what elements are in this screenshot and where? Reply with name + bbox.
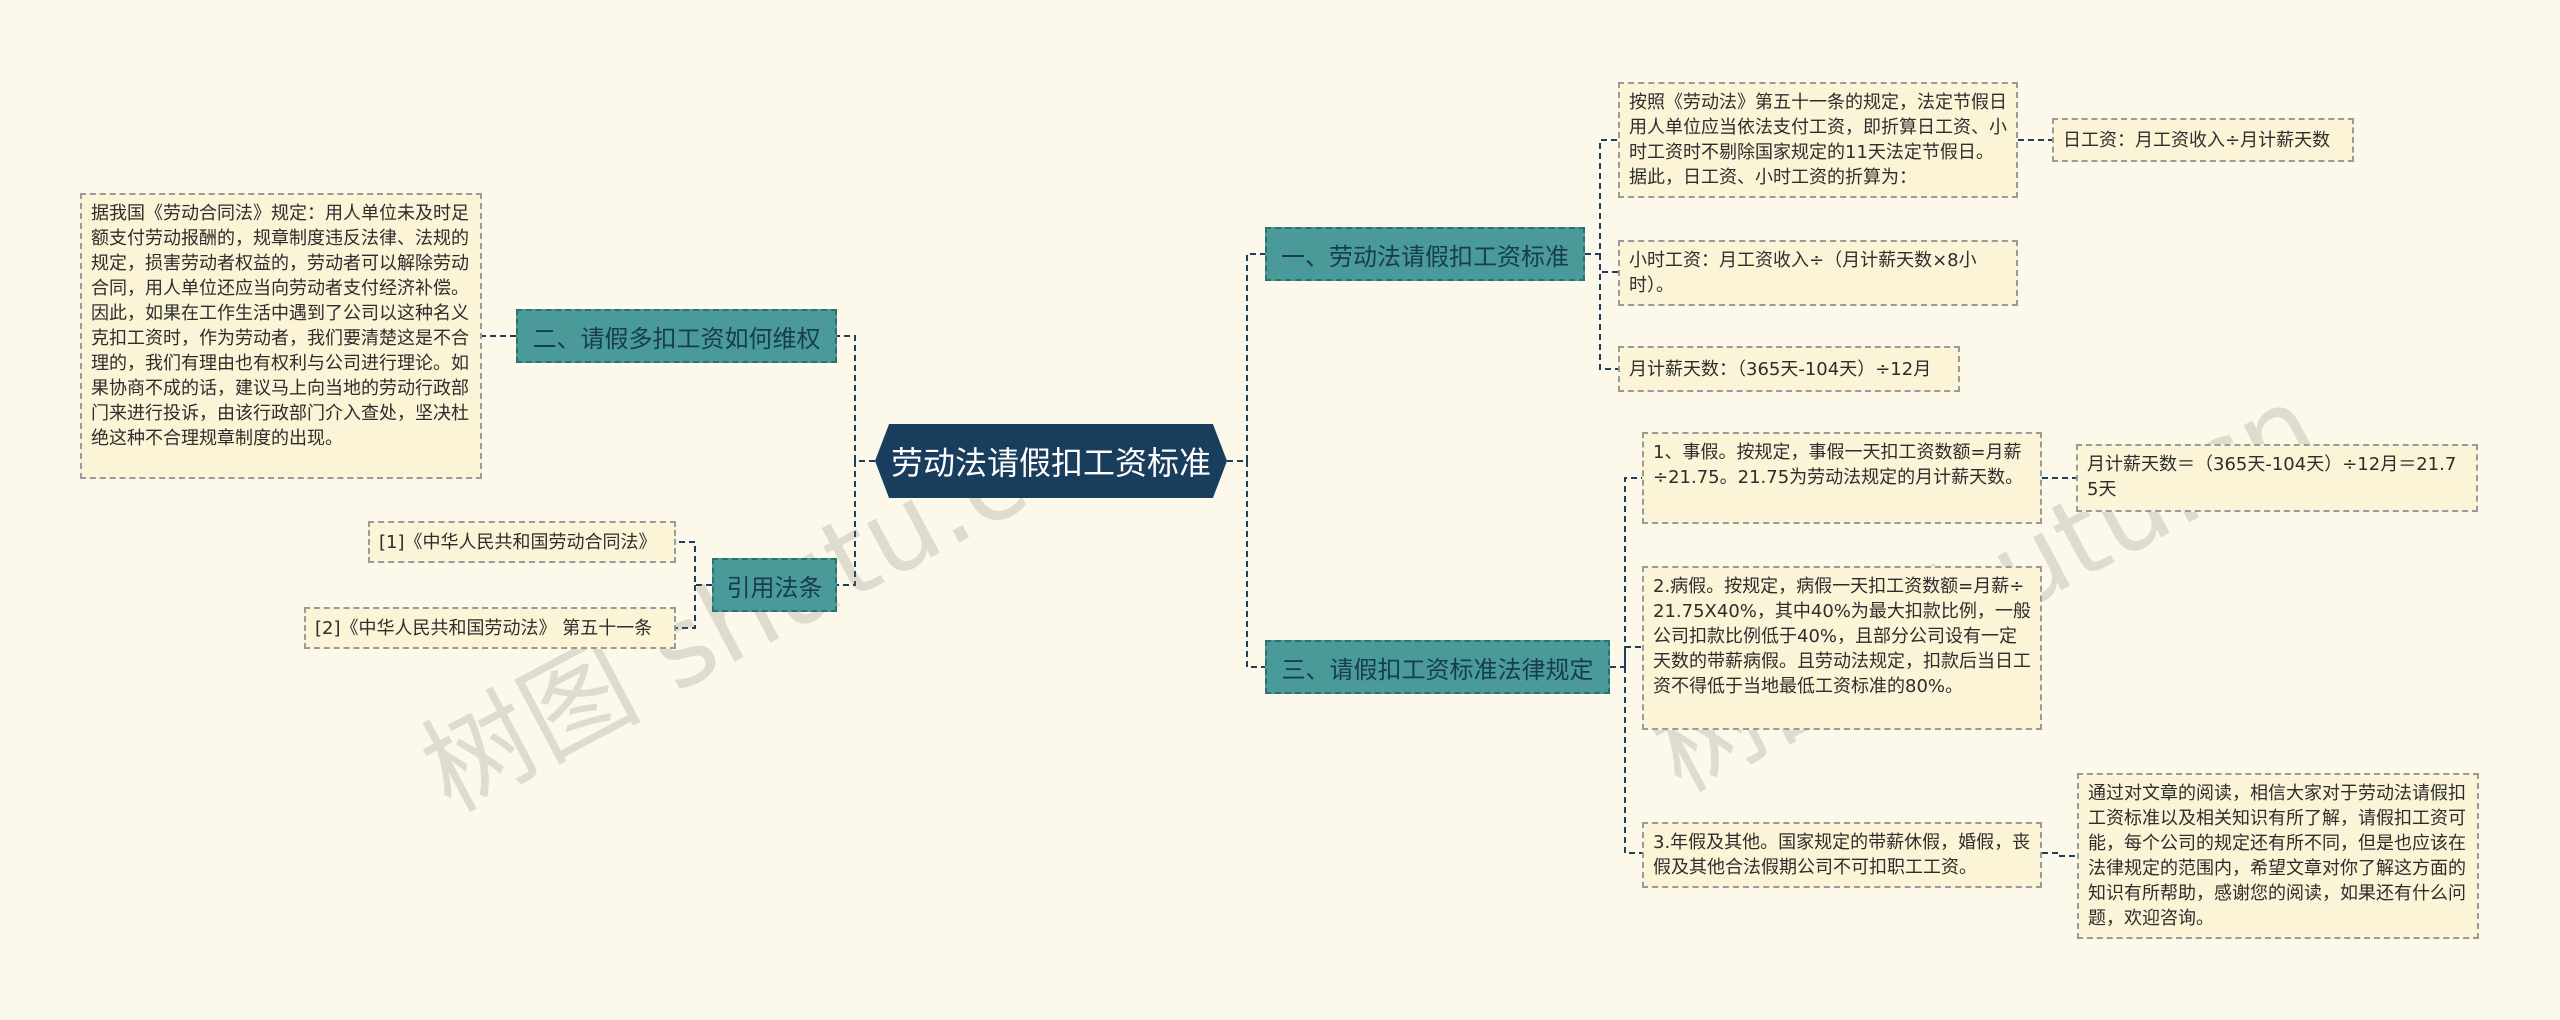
- leaf-hourly-wage-formula[interactable]: 小时工资：月工资收入÷（月计薪天数×8小时）。: [1618, 240, 2018, 306]
- branch-labor-law-deduction-standard[interactable]: 一、劳动法请假扣工资标准: [1265, 227, 1585, 281]
- branch-cited-statutes[interactable]: 引用法条: [712, 558, 837, 612]
- leaf-text: 2.病假。按规定，病假一天扣工资数额=月薪÷21.75X40%，其中40%为最大…: [1653, 576, 2031, 697]
- leaf-daily-wage-formula[interactable]: 日工资：月工资收入÷月计薪天数: [2052, 118, 2354, 162]
- leaf-text: 通过对文章的阅读，相信大家对于劳动法请假扣工资标准以及相关知识有所了解，请假扣工…: [2088, 783, 2466, 929]
- leaf-sick-leave[interactable]: 2.病假。按规定，病假一天扣工资数额=月薪÷21.75X40%，其中40%为最大…: [1642, 566, 2042, 730]
- leaf-text: [1]《中华人民共和国劳动合同法》: [379, 531, 657, 553]
- leaf-citation-labor-contract-law[interactable]: [1]《中华人民共和国劳动合同法》: [368, 521, 676, 563]
- leaf-rights-protection-text[interactable]: 据我国《劳动合同法》规定：用人单位未及时足额支付劳动报酬的，规章制度违反法律、法…: [80, 193, 482, 479]
- leaf-text: 据我国《劳动合同法》规定：用人单位未及时足额支付劳动报酬的，规章制度违反法律、法…: [91, 203, 469, 449]
- leaf-text: 日工资：月工资收入÷月计薪天数: [2063, 129, 2331, 151]
- leaf-text: 1、事假。按规定，事假一天扣工资数额=月薪÷21.75。21.75为劳动法规定的…: [1653, 442, 2024, 488]
- leaf-text: 3.年假及其他。国家规定的带薪休假，婚假，丧假及其他合法假期公司不可扣职工工资。: [1653, 832, 2031, 878]
- branch-label: 一、劳动法请假扣工资标准: [1281, 242, 1569, 271]
- leaf-text: 月计薪天数＝（365天-104天）÷12月＝21.75天: [2087, 454, 2457, 500]
- leaf-closing-remarks[interactable]: 通过对文章的阅读，相信大家对于劳动法请假扣工资标准以及相关知识有所了解，请假扣工…: [2077, 773, 2479, 939]
- leaf-text: 按照《劳动法》第五十一条的规定，法定节假日用人单位应当依法支付工资，即折算日工资…: [1629, 92, 2007, 188]
- leaf-text: [2]《中华人民共和国劳动法》 第五十一条: [315, 617, 653, 639]
- leaf-monthly-pay-days-calc[interactable]: 月计薪天数＝（365天-104天）÷12月＝21.75天: [2076, 444, 2478, 512]
- leaf-monthly-pay-days[interactable]: 月计薪天数：（365天-104天）÷12月: [1618, 346, 1960, 392]
- branch-legal-provisions[interactable]: 三、请假扣工资标准法律规定: [1265, 640, 1610, 694]
- leaf-text: 月计薪天数：（365天-104天）÷12月: [1629, 358, 1932, 380]
- leaf-holiday-wage-rule[interactable]: 按照《劳动法》第五十一条的规定，法定节假日用人单位应当依法支付工资，即折算日工资…: [1618, 82, 2018, 198]
- leaf-personal-leave[interactable]: 1、事假。按规定，事假一天扣工资数额=月薪÷21.75。21.75为劳动法规定的…: [1642, 432, 2042, 524]
- branch-label: 三、请假扣工资标准法律规定: [1281, 655, 1594, 684]
- branch-label: 二、请假多扣工资如何维权: [532, 324, 821, 353]
- leaf-annual-leave[interactable]: 3.年假及其他。国家规定的带薪休假，婚假，丧假及其他合法假期公司不可扣职工工资。: [1642, 822, 2042, 888]
- leaf-citation-labor-law[interactable]: [2]《中华人民共和国劳动法》 第五十一条: [304, 607, 676, 649]
- leaf-text: 小时工资：月工资收入÷（月计薪天数×8小时）。: [1629, 250, 1977, 296]
- root-topic-label: 劳动法请假扣工资标准: [890, 444, 1211, 482]
- root-topic[interactable]: 劳动法请假扣工资标准: [875, 424, 1227, 498]
- branch-rights-protection[interactable]: 二、请假多扣工资如何维权: [516, 309, 837, 363]
- branch-label: 引用法条: [726, 573, 823, 602]
